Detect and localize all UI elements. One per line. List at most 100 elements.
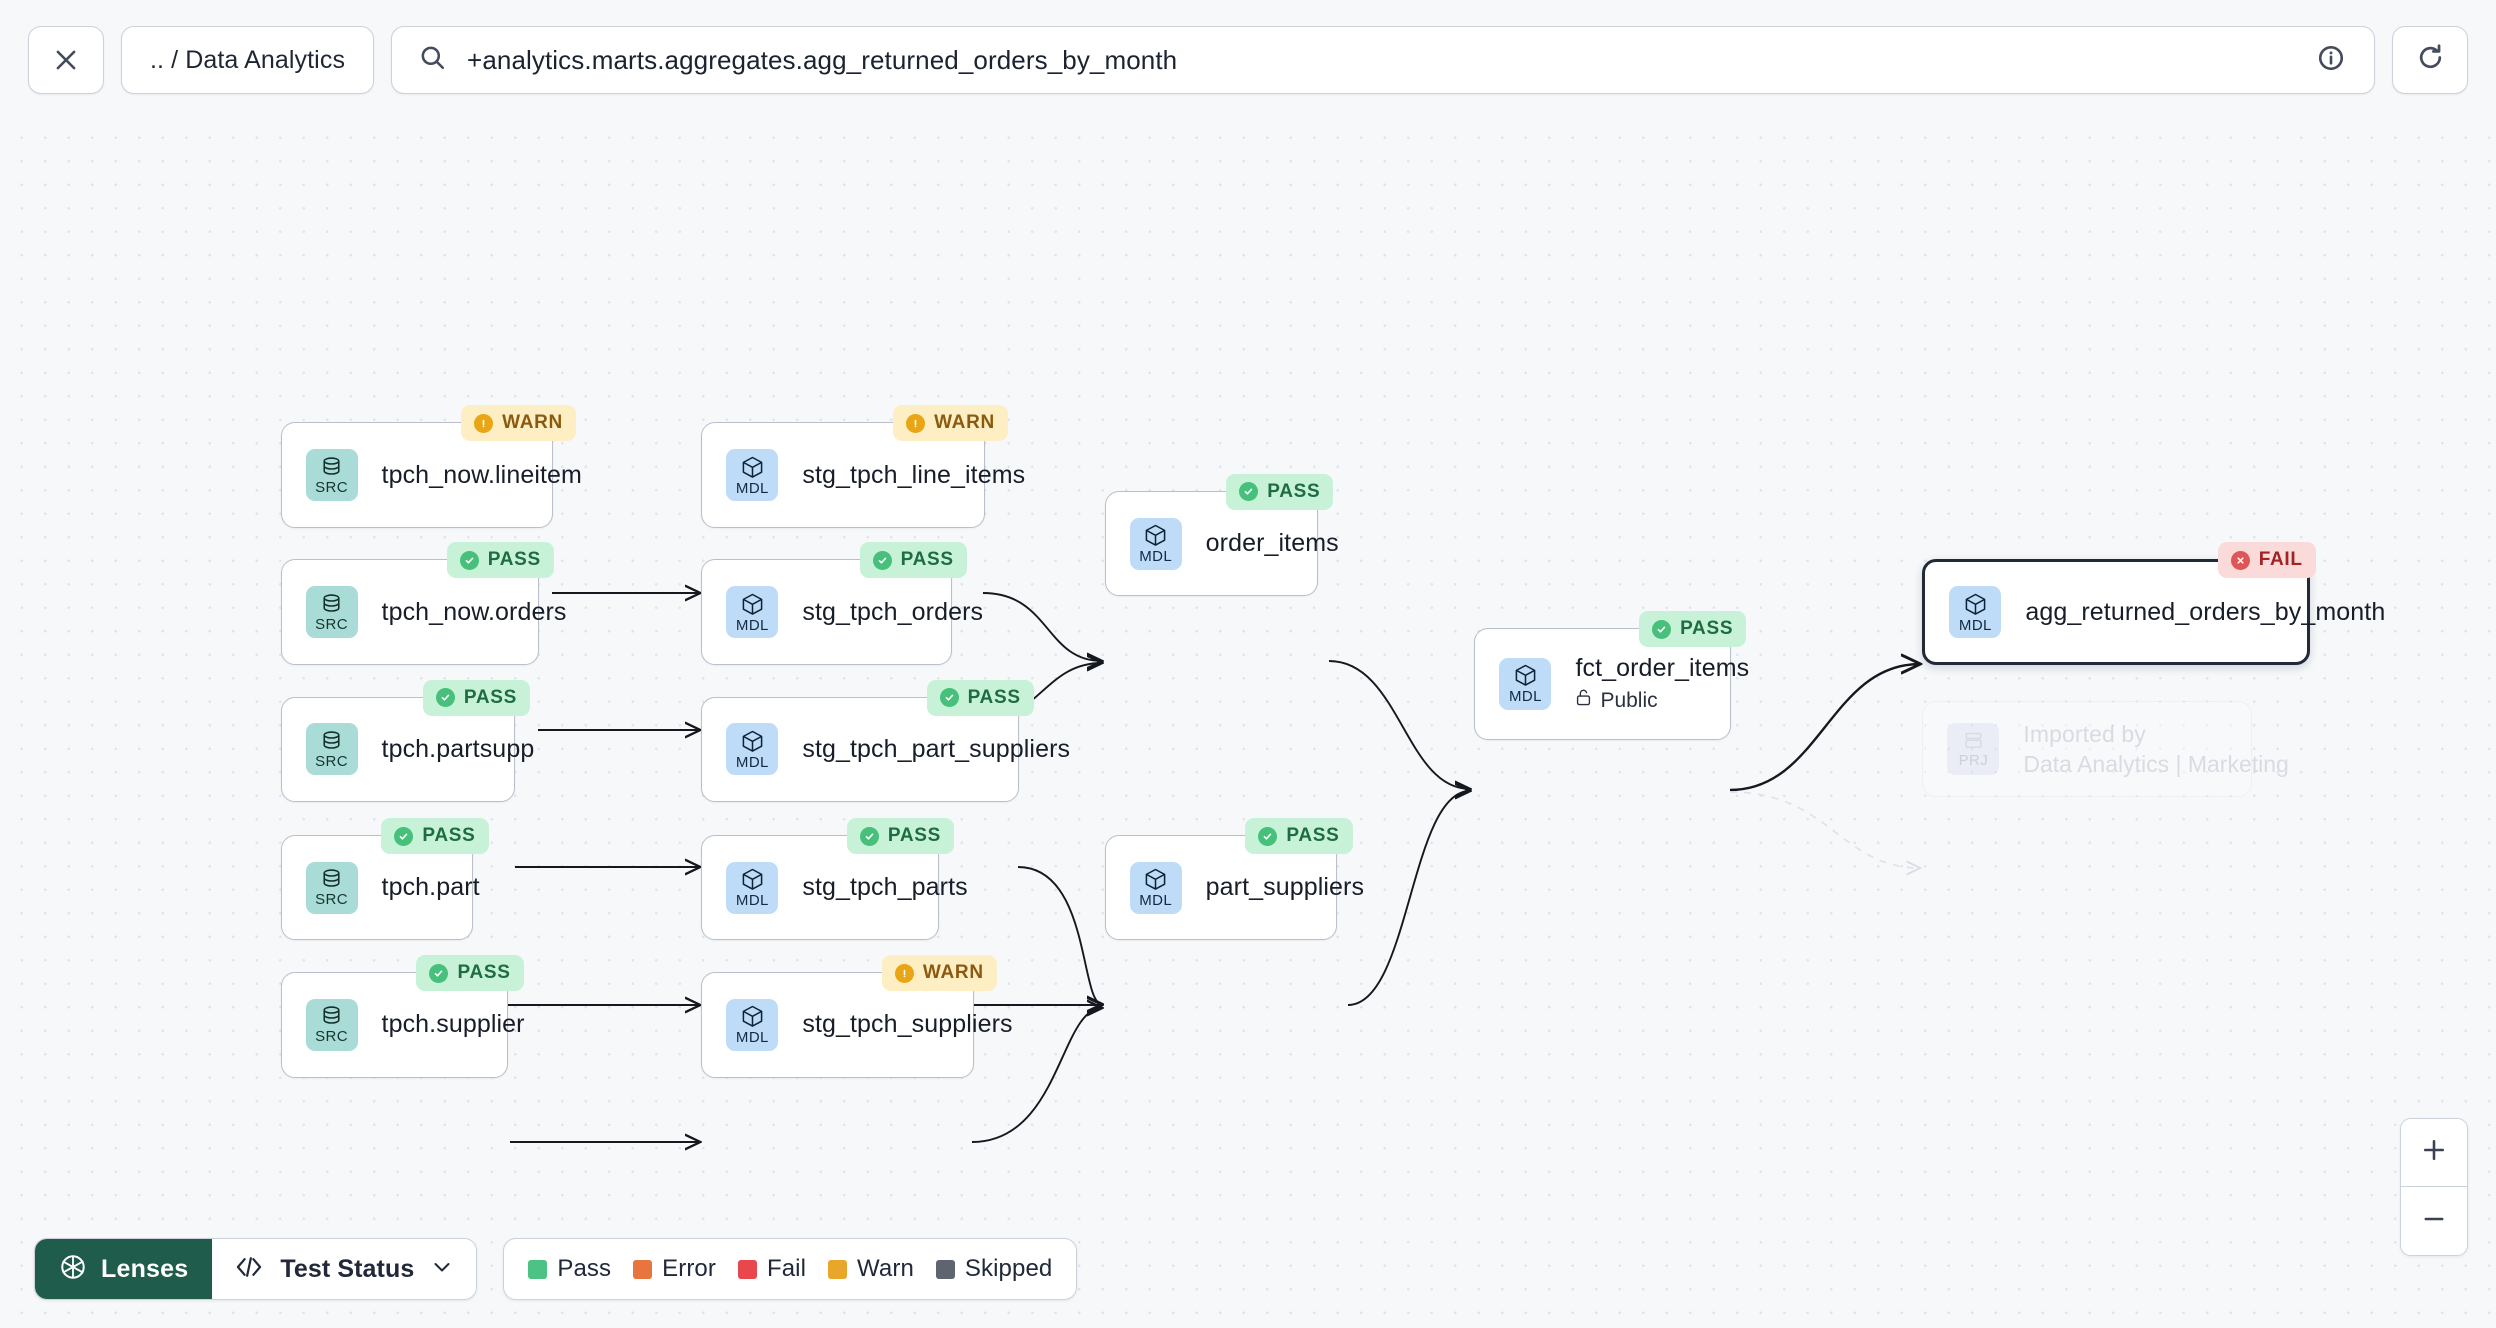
node-type-label: SRC — [315, 478, 348, 496]
lineage-node-tpch_now_orders[interactable]: SRC tpch_now.orders — [280, 559, 567, 665]
status-badge-pass: PASS — [416, 955, 524, 992]
legend-swatch-warn — [828, 1259, 848, 1279]
node-subtitle-label: Public — [1600, 688, 1658, 712]
status-pass-icon — [859, 826, 879, 846]
legend-item-pass[interactable]: Pass — [528, 1255, 611, 1283]
status-badge-label: PASS — [900, 549, 954, 571]
lenses-label: Lenses — [101, 1254, 189, 1283]
zoom-controls — [2400, 1118, 2468, 1256]
status-badge-label: WARN — [922, 962, 984, 984]
node-body: stg_tpch_orders — [802, 598, 983, 627]
status-badge-pass: PASS — [926, 679, 1034, 716]
status-pass-icon — [429, 963, 449, 983]
minus-icon — [2420, 1205, 2448, 1238]
close-button[interactable] — [28, 26, 104, 94]
zoom-out-button[interactable] — [2401, 1187, 2467, 1255]
status-badge-label: PASS — [487, 549, 541, 571]
node-body: tpch.supplier — [381, 1010, 525, 1039]
legend-item-fail[interactable]: Fail — [737, 1255, 806, 1283]
prj-type-icon: PRJ — [1947, 723, 2000, 776]
status-warn-icon — [906, 413, 926, 433]
node-type-label: MDL — [735, 753, 769, 771]
src-type-icon: SRC — [305, 586, 358, 639]
lineage-node-tpch_supplier[interactable]: SRC tpch.supplier — [280, 972, 525, 1078]
legend-label: Error — [662, 1255, 716, 1282]
status-pass-icon — [459, 550, 479, 570]
legend-item-error[interactable]: Error — [633, 1255, 716, 1283]
refresh-button[interactable] — [2392, 26, 2468, 94]
search-bar[interactable]: +analytics.marts.aggregates.agg_returned… — [391, 26, 2375, 94]
node-title: tpch.supplier — [381, 1010, 525, 1039]
src-type-icon: SRC — [305, 449, 358, 501]
search-input[interactable]: +analytics.marts.aggregates.agg_returned… — [467, 44, 1178, 75]
status-pass-icon — [435, 688, 455, 708]
node-title: tpch_now.lineitem — [381, 460, 582, 489]
mdl-type-icon: MDL — [1499, 657, 1552, 710]
breadcrumb[interactable]: .. / Data Analytics — [121, 26, 375, 94]
node-type-label: MDL — [735, 616, 769, 634]
status-fail-icon — [2230, 550, 2250, 570]
status-badge-warn: WARN — [893, 405, 1008, 442]
zoom-in-button[interactable] — [2401, 1119, 2467, 1187]
status-badge-pass: PASS — [381, 818, 489, 855]
status-pass-icon — [939, 688, 959, 708]
legend-item-warn[interactable]: Warn — [828, 1255, 914, 1283]
breadcrumb-label: .. / Data Analytics — [150, 45, 346, 74]
status-badge-pass: PASS — [846, 818, 954, 855]
mdl-type-icon: MDL — [726, 586, 779, 639]
node-type-label: SRC — [315, 891, 348, 909]
node-type-label: PRJ — [1958, 752, 1989, 770]
lineage-node-stg_tpch_orders[interactable]: MDL stg_tpch_orders — [701, 559, 983, 665]
status-pass-icon — [394, 826, 414, 846]
node-type-label: SRC — [315, 752, 348, 770]
node-type-label: SRC — [315, 1028, 348, 1046]
status-badge-label: FAIL — [2258, 549, 2303, 571]
status-badge-pass: PASS — [422, 679, 530, 716]
status-badge-pass: PASS — [446, 542, 554, 579]
legend-label: Warn — [857, 1255, 914, 1282]
node-type-label: MDL — [735, 479, 769, 497]
node-type-label: SRC — [315, 615, 348, 633]
status-badge-label: PASS — [1267, 480, 1321, 502]
status-pass-icon — [1239, 482, 1259, 502]
mdl-type-icon: MDL — [726, 723, 779, 776]
status-warn-icon — [894, 963, 914, 983]
legend-label: Skipped — [964, 1255, 1053, 1282]
status-badge-label: PASS — [457, 962, 511, 984]
node-title: stg_tpch_line_items — [802, 460, 1026, 489]
node-subtitle: Data Analytics | Marketing — [2023, 751, 2288, 778]
refresh-icon — [2415, 42, 2446, 78]
mdl-type-icon: MDL — [726, 861, 779, 914]
status-badge-label: PASS — [1680, 618, 1734, 640]
legend-swatch-skipped — [935, 1259, 955, 1279]
node-body: stg_tpch_suppliers — [802, 1010, 1012, 1039]
node-body: tpch_now.orders — [382, 598, 567, 627]
node-body: order_items — [1206, 529, 1339, 558]
legend-item-skipped[interactable]: Skipped — [935, 1255, 1053, 1283]
unlock-icon — [1575, 688, 1592, 713]
legend-label: Pass — [557, 1255, 612, 1282]
mdl-type-icon: MDL — [726, 449, 779, 501]
test-status-dropdown[interactable]: Test Status — [212, 1239, 477, 1299]
node-title: agg_returned_orders_by_month — [2025, 597, 2386, 626]
legend-swatch-error — [633, 1259, 653, 1279]
lenses-button[interactable]: Lenses — [35, 1239, 213, 1299]
node-type-label: MDL — [1139, 892, 1173, 910]
src-type-icon: SRC — [305, 723, 358, 776]
mdl-type-icon: MDL — [726, 998, 779, 1051]
node-body: agg_returned_orders_by_month — [2025, 597, 2386, 627]
status-warn-icon — [474, 413, 494, 433]
test-status-label: Test Status — [280, 1254, 415, 1283]
info-icon[interactable] — [2316, 43, 2346, 78]
lineage-node-stg_tpch_suppliers[interactable]: MDL stg_tpch_suppliers — [701, 972, 1013, 1078]
edge-layer — [472, 120, 2496, 1328]
